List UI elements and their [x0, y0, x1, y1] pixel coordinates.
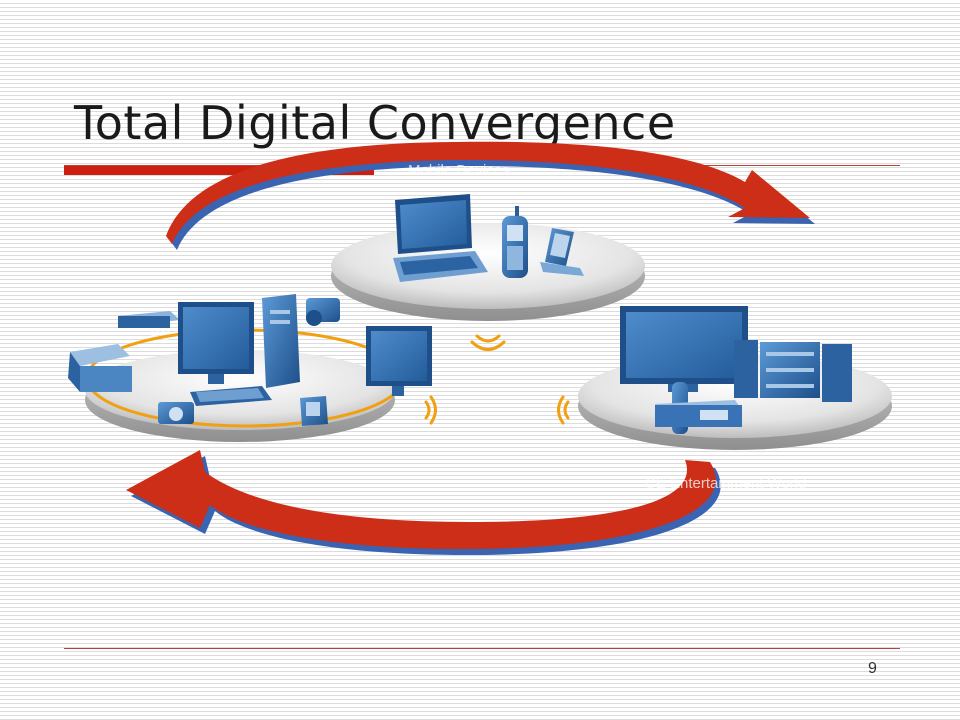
slide-title: Total Digital Convergence — [74, 96, 676, 150]
pc-tower-icon — [262, 294, 300, 388]
wireless-signal-icon — [424, 395, 437, 425]
printer-icon — [68, 344, 132, 392]
title-accent-bar — [64, 166, 374, 175]
router-icon — [118, 311, 180, 328]
camcorder-icon — [306, 298, 340, 326]
keyboard-icon — [190, 386, 272, 406]
pda-icon — [540, 228, 584, 276]
laptop-icon — [393, 194, 488, 282]
footer-rule — [64, 648, 900, 649]
top-cycle-arrow — [166, 141, 815, 250]
zone-label-mobile: Mobile Devices — [408, 162, 510, 179]
wireless-signal-icon — [557, 395, 570, 425]
audio-stack-icon — [760, 342, 820, 398]
wireless-signal-icon — [470, 334, 506, 351]
flat-monitor-icon — [366, 326, 432, 396]
speaker-icon — [734, 340, 852, 402]
bottom-cycle-arrow — [126, 450, 721, 556]
handheld-device-icon — [300, 396, 328, 426]
set-top-box-icon — [655, 400, 742, 427]
page-number: 9 — [868, 660, 877, 677]
desktop-monitor-icon — [178, 302, 254, 384]
digital-camera-icon — [158, 402, 194, 424]
mobile-phone-icon — [502, 206, 528, 278]
flat-panel-tv-icon — [620, 306, 748, 392]
zone-label-ce: CE Entertainment World — [645, 475, 806, 492]
